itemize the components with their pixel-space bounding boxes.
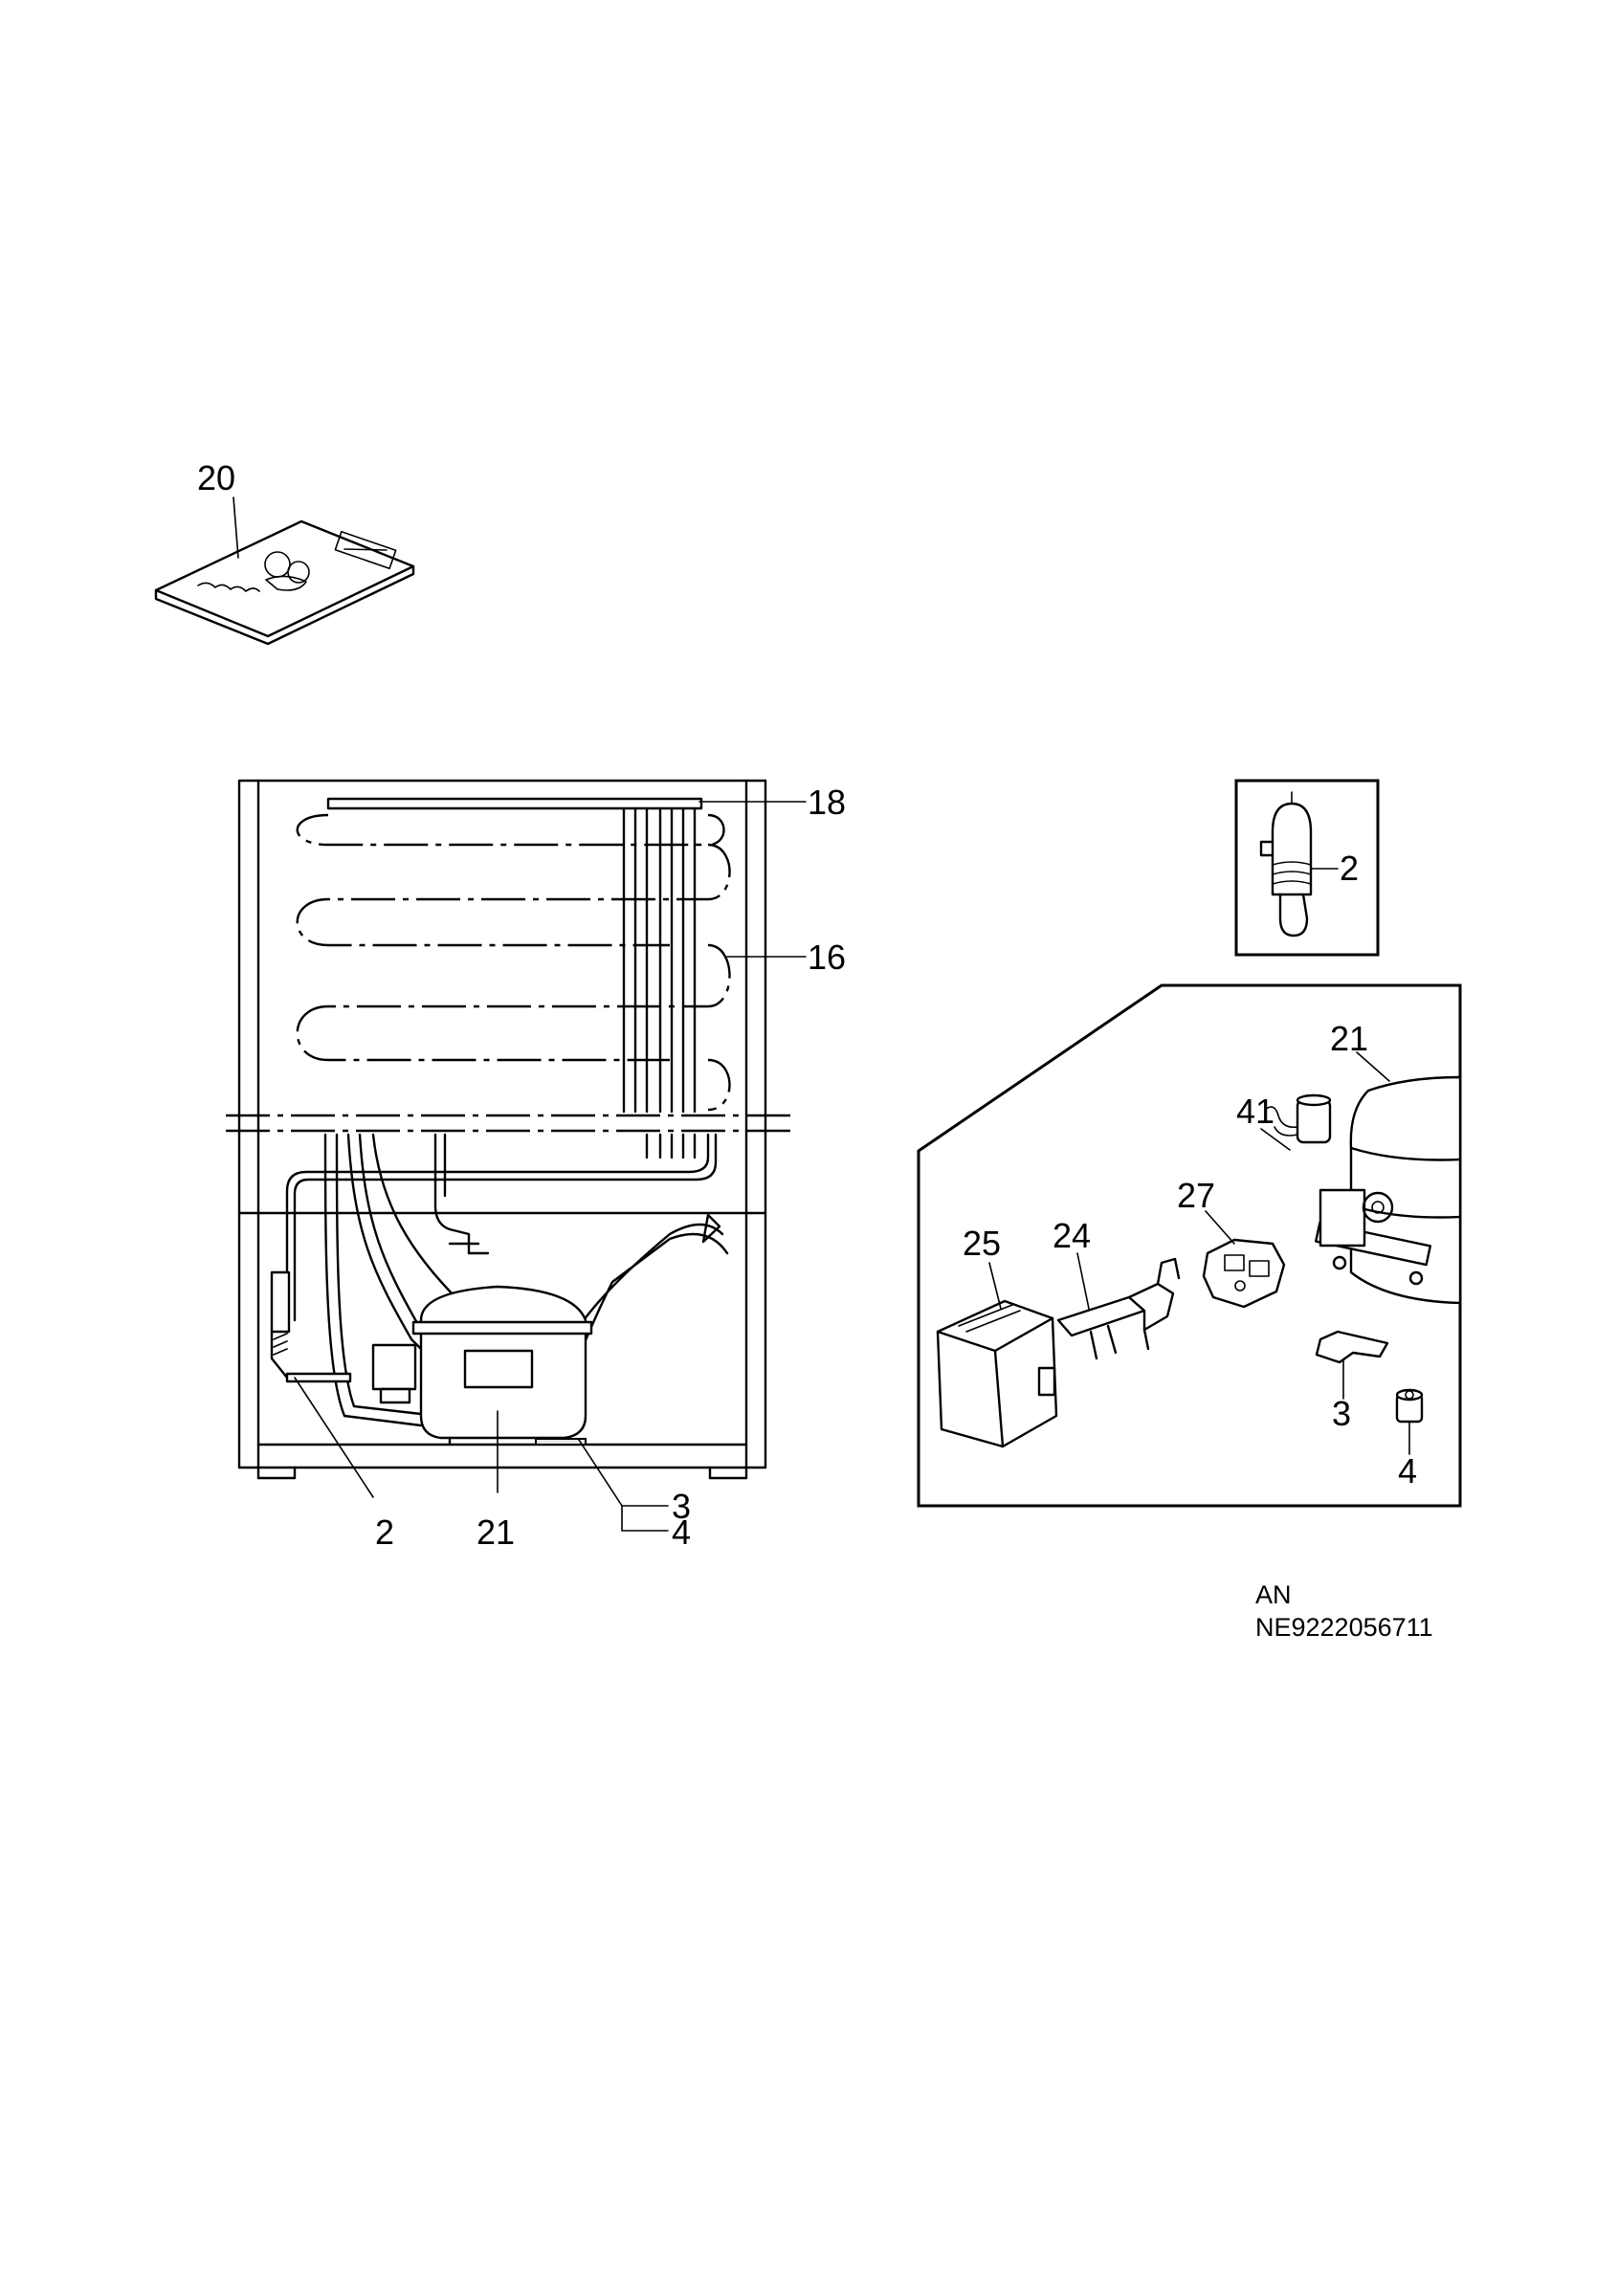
callout-inset-27: 27: [1177, 1176, 1215, 1215]
compressor-main: [371, 1285, 593, 1446]
callout-inset-4: 4: [1398, 1451, 1417, 1490]
thermal-protector-inset: [1234, 779, 1380, 957]
diagram-code-number: NE9222056711: [1255, 1613, 1433, 1642]
cabinet-rear-view: [226, 779, 796, 1480]
diagram-code-prefix: AN: [1255, 1580, 1292, 1609]
callout-16: 16: [808, 938, 846, 977]
callout-20: 20: [197, 458, 235, 497]
thermal-protector-main: [270, 1270, 352, 1383]
compressor-parts-inset: [917, 983, 1462, 1508]
callout-inset-2: 2: [1340, 849, 1359, 888]
callout-inset-25: 25: [963, 1224, 1001, 1263]
main-leaders: [294, 801, 807, 1532]
instruction-manual: [154, 497, 415, 646]
callout-inset-41: 41: [1236, 1092, 1274, 1131]
callout-main-3: 3: [672, 1487, 691, 1526]
callout-main-4: 4: [672, 1512, 691, 1552]
condenser-coil: [285, 797, 731, 1322]
callout-inset-21: 21: [1330, 1019, 1368, 1058]
callout-main-21: 21: [477, 1512, 515, 1552]
callout-inset-24: 24: [1053, 1216, 1091, 1255]
callout-main-2: 2: [375, 1512, 394, 1552]
callout-18: 18: [808, 783, 846, 822]
callout-inset-3: 3: [1332, 1394, 1351, 1433]
